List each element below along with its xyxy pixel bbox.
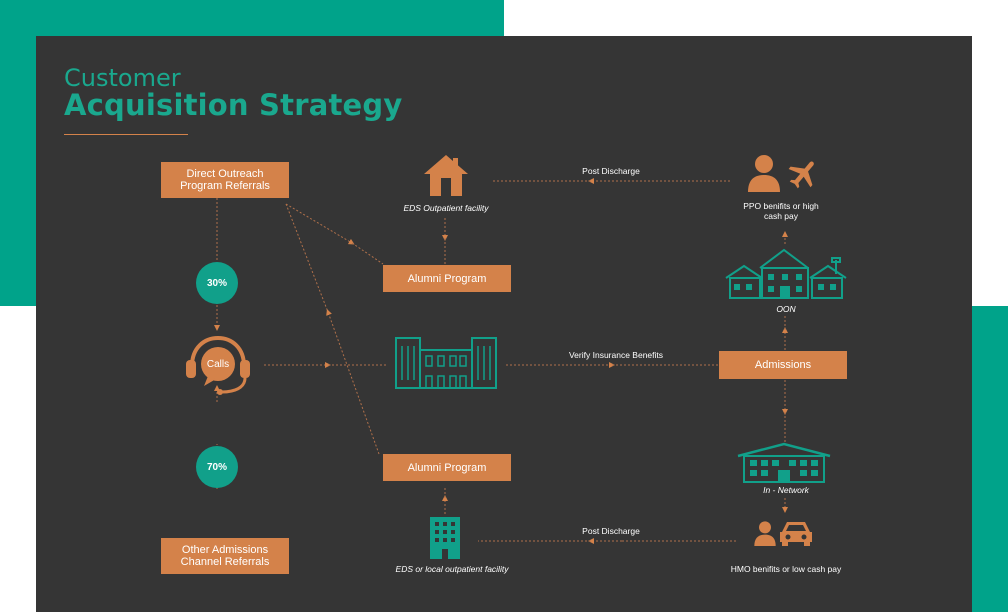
- post-discharge-top-label: Post Discharge: [582, 166, 640, 176]
- car-icon: [780, 522, 812, 546]
- house-icon: [424, 155, 468, 196]
- post-discharge-bottom-label: Post Discharge: [582, 526, 640, 536]
- title-line-1: Customer: [64, 64, 181, 92]
- admissions-label: Admissions: [754, 359, 812, 371]
- percent-30-label: 30%: [206, 277, 227, 289]
- connector-lines: [214, 178, 788, 544]
- person-small-icon: [754, 521, 776, 546]
- calls-label: Calls: [206, 359, 230, 370]
- percent-70-label: 70%: [206, 461, 227, 473]
- diagram-panel: Customer Acquisition Strategy: [36, 36, 972, 612]
- direct-outreach-label: Direct Outreach Program Referrals: [180, 168, 270, 192]
- hmo-label: HMO benifits or low cash pay: [730, 564, 842, 574]
- teal-background-block-bottom-right: [972, 306, 1008, 612]
- other-admissions-label: Other Admissions Channel Referrals: [180, 544, 270, 568]
- in-network-label: In - Network: [763, 485, 809, 495]
- percent-30-circle: 30%: [196, 262, 238, 304]
- alumni-program-top-box: Alumni Program: [383, 265, 511, 292]
- admissions-box: Admissions: [719, 351, 847, 379]
- person-icon: [748, 155, 780, 192]
- title-underline: [64, 134, 188, 135]
- oon-building-icon: [725, 248, 847, 299]
- direct-outreach-box: Direct Outreach Program Referrals: [161, 162, 289, 198]
- in-network-building-icon: [737, 442, 831, 483]
- headset-icon: [186, 335, 250, 395]
- office-tower-icon: [430, 517, 460, 559]
- airplane-icon: [788, 161, 814, 189]
- alumni-program-bottom-label: Alumni Program: [407, 461, 487, 474]
- other-admissions-box: Other Admissions Channel Referrals: [161, 538, 289, 574]
- alumni-program-bottom-box: Alumni Program: [383, 454, 511, 481]
- hospital-building-icon: [395, 337, 497, 389]
- eds-outpatient-label: EDS Outpatient facility: [403, 203, 489, 213]
- oon-label: OON: [776, 304, 796, 314]
- percent-70-circle: 70%: [196, 446, 238, 488]
- alumni-program-top-label: Alumni Program: [407, 272, 487, 285]
- eds-local-label: EDS or local outpatient facility: [395, 564, 509, 574]
- verify-insurance-label: Verify Insurance Benefits: [568, 350, 664, 360]
- ppo-label: PPO benifits or high cash pay: [743, 201, 819, 221]
- title-line-2: Acquisition Strategy: [64, 88, 403, 122]
